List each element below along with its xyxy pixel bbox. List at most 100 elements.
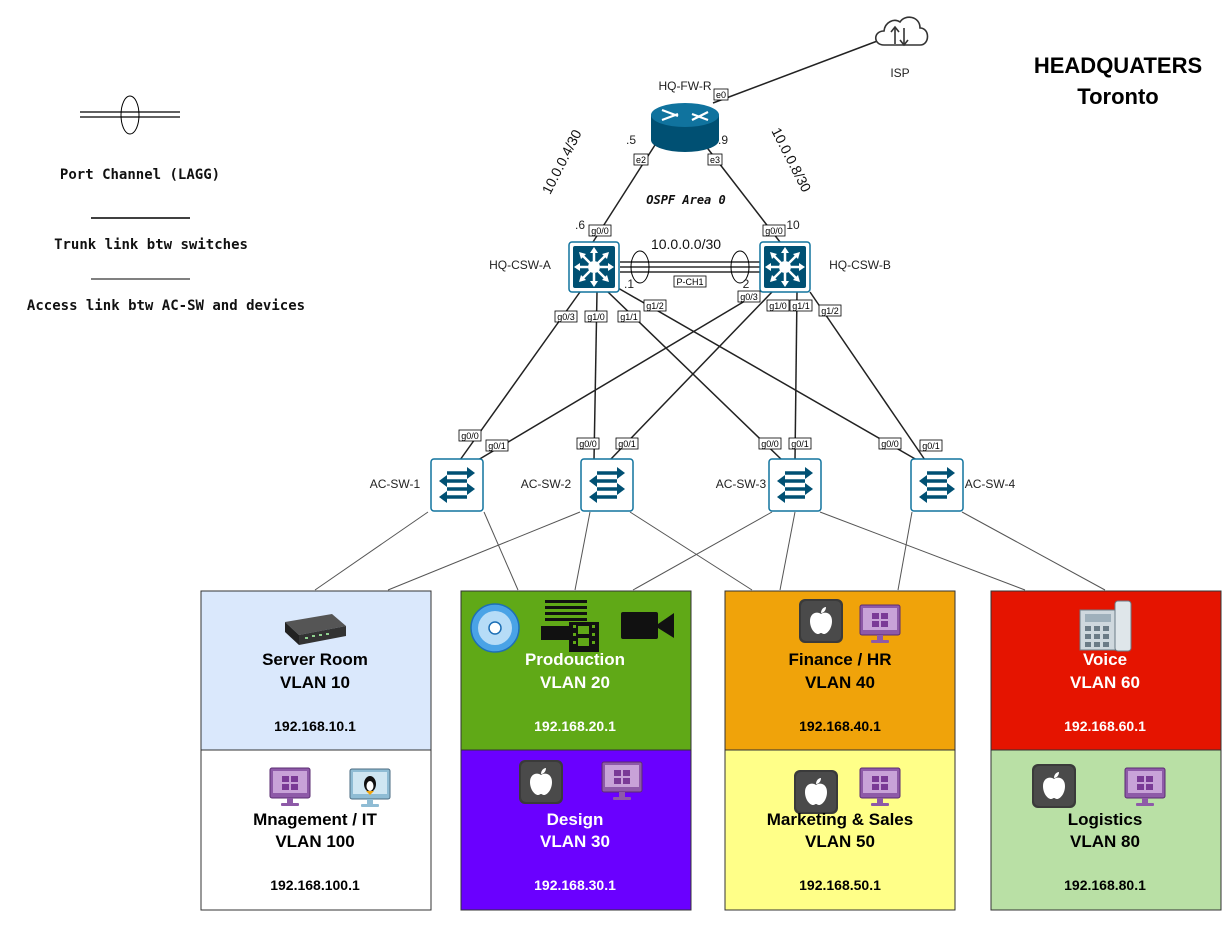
vlan-gateway: 192.168.40.1 xyxy=(799,718,881,734)
port-channel xyxy=(620,250,760,284)
router-icon xyxy=(651,103,719,152)
site-title: HEADQUATERS xyxy=(1034,53,1202,78)
vlan-gateway: 192.168.10.1 xyxy=(274,718,356,734)
vlan-box-80: Logistics VLAN 80 192.168.80.1 xyxy=(990,749,1222,911)
csw-a-ip-pc: .1 xyxy=(624,277,634,291)
ip-phone-icon xyxy=(1079,600,1132,652)
csw-a-port-g12: g1/2 xyxy=(646,301,664,311)
vlan-box-10: Server Room VLAN 10 192.168.10.1 xyxy=(200,590,432,751)
port-channel-label: P-CH1 xyxy=(676,277,703,287)
vlan-gateway: 192.168.80.1 xyxy=(1064,877,1146,893)
ac-sw-4-port-g00: g0/0 xyxy=(881,439,899,449)
isp-cloud: ISP xyxy=(874,16,929,80)
vlan-id: VLAN 30 xyxy=(540,832,610,851)
hq-csw-a: HQ-CSW-A .6 .1 g0/0 g0/3 g1/0 g1/1 g1/2 xyxy=(489,218,667,323)
ac-sw-3-port-g00: g0/0 xyxy=(761,439,779,449)
vlan-id: VLAN 80 xyxy=(1070,832,1140,851)
access-links xyxy=(314,511,1106,591)
csw-a-label: HQ-CSW-A xyxy=(489,258,551,272)
vlan-name: Voice xyxy=(1083,650,1127,669)
csw-b-ip-up: 10 xyxy=(786,218,800,232)
ac-sw-3-port-g01: g0/1 xyxy=(791,439,809,449)
fw-ip-right: .9 xyxy=(718,133,728,147)
csw-a-ip-up: .6 xyxy=(575,218,585,232)
vlan-gateway: 192.168.20.1 xyxy=(534,718,616,734)
vlan-gateway: 192.168.30.1 xyxy=(534,877,616,893)
csw-b-label: HQ-CSW-B xyxy=(829,258,891,272)
ac-sw-3: AC-SW-3 g0/0 g0/1 xyxy=(716,437,823,513)
legend-port-channel: Port Channel (LAGG) xyxy=(60,167,220,183)
trunk-links xyxy=(459,287,926,461)
vlan-box-50: Marketing & Sales VLAN 50 192.168.50.1 xyxy=(724,749,956,911)
ac-sw-2-label: AC-SW-2 xyxy=(521,477,572,491)
vlan-box-100: Mnagement / IT VLAN 100 192.168.100.1 xyxy=(200,749,432,911)
vlan-id: VLAN 50 xyxy=(805,832,875,851)
vlan-id: VLAN 20 xyxy=(540,673,610,692)
access-switch-icon xyxy=(909,457,965,513)
access-switch-icon xyxy=(429,457,485,513)
linux-pc-icon xyxy=(349,768,391,807)
csw-a-port-g11: g1/1 xyxy=(620,312,638,322)
vlan-name: Design xyxy=(547,810,604,829)
ac-sw-1-label: AC-SW-1 xyxy=(370,477,421,491)
apple-icon xyxy=(799,599,843,643)
video-camera-icon xyxy=(621,612,674,639)
vlan-box-40: Finance / HR VLAN 40 192.168.40.1 xyxy=(724,590,956,751)
ac-sw-1: AC-SW-1 g0/0 g0/1 xyxy=(370,429,509,513)
vlan-id: VLAN 10 xyxy=(280,673,350,692)
vlan-name: Marketing & Sales xyxy=(767,810,913,829)
isp-link xyxy=(712,39,881,104)
fw-port-e0: e0 xyxy=(716,90,726,100)
lagg-oval-icon xyxy=(120,95,140,135)
vlan-name: Server Room xyxy=(262,650,368,669)
vlan-gateway: 192.168.50.1 xyxy=(799,877,881,893)
server-icon xyxy=(285,614,346,645)
vlan-name: Finance / HR xyxy=(789,650,892,669)
fw-port-e3: e3 xyxy=(710,155,720,165)
legend: Port Channel (LAGG) Trunk link btw switc… xyxy=(27,95,305,314)
vlan-gateway: 192.168.60.1 xyxy=(1064,718,1146,734)
core-switch-icon xyxy=(567,240,621,294)
ac-sw-2: AC-SW-2 g0/0 g0/1 xyxy=(521,437,639,513)
csw-b-port-g11: g1/1 xyxy=(792,301,810,311)
ac-sw-1-port-g01: g0/1 xyxy=(488,441,506,451)
csw-b-port-up: g0/0 xyxy=(765,226,783,236)
core-switch-icon xyxy=(758,240,812,294)
legend-access: Access link btw AC-SW and devices xyxy=(27,298,305,314)
vlan-id: VLAN 60 xyxy=(1070,673,1140,692)
access-switch-icon xyxy=(579,457,635,513)
csw-b-port-g03: g0/3 xyxy=(740,292,758,302)
ac-sw-1-port-g00: g0/0 xyxy=(461,431,479,441)
vlan-id: VLAN 40 xyxy=(805,673,875,692)
vlan-box-30: Design VLAN 30 192.168.30.1 xyxy=(460,749,692,911)
ac-sw-2-port-g00: g0/0 xyxy=(579,439,597,449)
core-subnet-label: 10.0.0.0/30 xyxy=(651,236,721,252)
csw-a-port-up: g0/0 xyxy=(591,226,609,236)
vlan-gateway: 192.168.100.1 xyxy=(270,877,360,893)
apple-icon xyxy=(519,760,563,804)
vlan-name: Mnagement / IT xyxy=(253,810,377,829)
fw-ip-left: .5 xyxy=(626,133,636,147)
legend-trunk: Trunk link btw switches xyxy=(54,237,248,253)
vlan-name: Prodouction xyxy=(525,650,625,669)
vlan-box-20: Prodouction VLAN 20 192.168.20.1 xyxy=(460,590,692,751)
cloud-icon xyxy=(874,16,929,47)
csw-a-port-g03: g0/3 xyxy=(557,312,575,322)
vlan-box-60: Voice VLAN 60 192.168.60.1 xyxy=(990,590,1222,751)
ac-sw-3-label: AC-SW-3 xyxy=(716,477,767,491)
hq-csw-b: HQ-CSW-B 10 2 g0/0 g0/3 g1/0 g1/1 g1/2 xyxy=(737,218,891,317)
csw-b-port-g12: g1/2 xyxy=(821,306,839,316)
ac-sw-4-port-g01: g0/1 xyxy=(922,441,940,451)
ospf-label: OSPF Area 0 xyxy=(646,193,725,207)
vlan-name: Logistics xyxy=(1068,810,1143,829)
ac-sw-4: AC-SW-4 g0/0 g0/1 xyxy=(878,437,1016,513)
fw-port-e2: e2 xyxy=(636,155,646,165)
subnet-left-label: 10.0.0.4/30 xyxy=(539,127,585,197)
subnet-right-label: 10.0.0.8/30 xyxy=(768,125,814,195)
ac-sw-4-label: AC-SW-4 xyxy=(965,477,1016,491)
cd-icon xyxy=(470,603,520,653)
site-subtitle: Toronto xyxy=(1077,84,1158,109)
ac-sw-2-port-g01: g0/1 xyxy=(618,439,636,449)
apple-icon xyxy=(1032,764,1076,808)
csw-b-port-g10: g1/0 xyxy=(769,301,787,311)
